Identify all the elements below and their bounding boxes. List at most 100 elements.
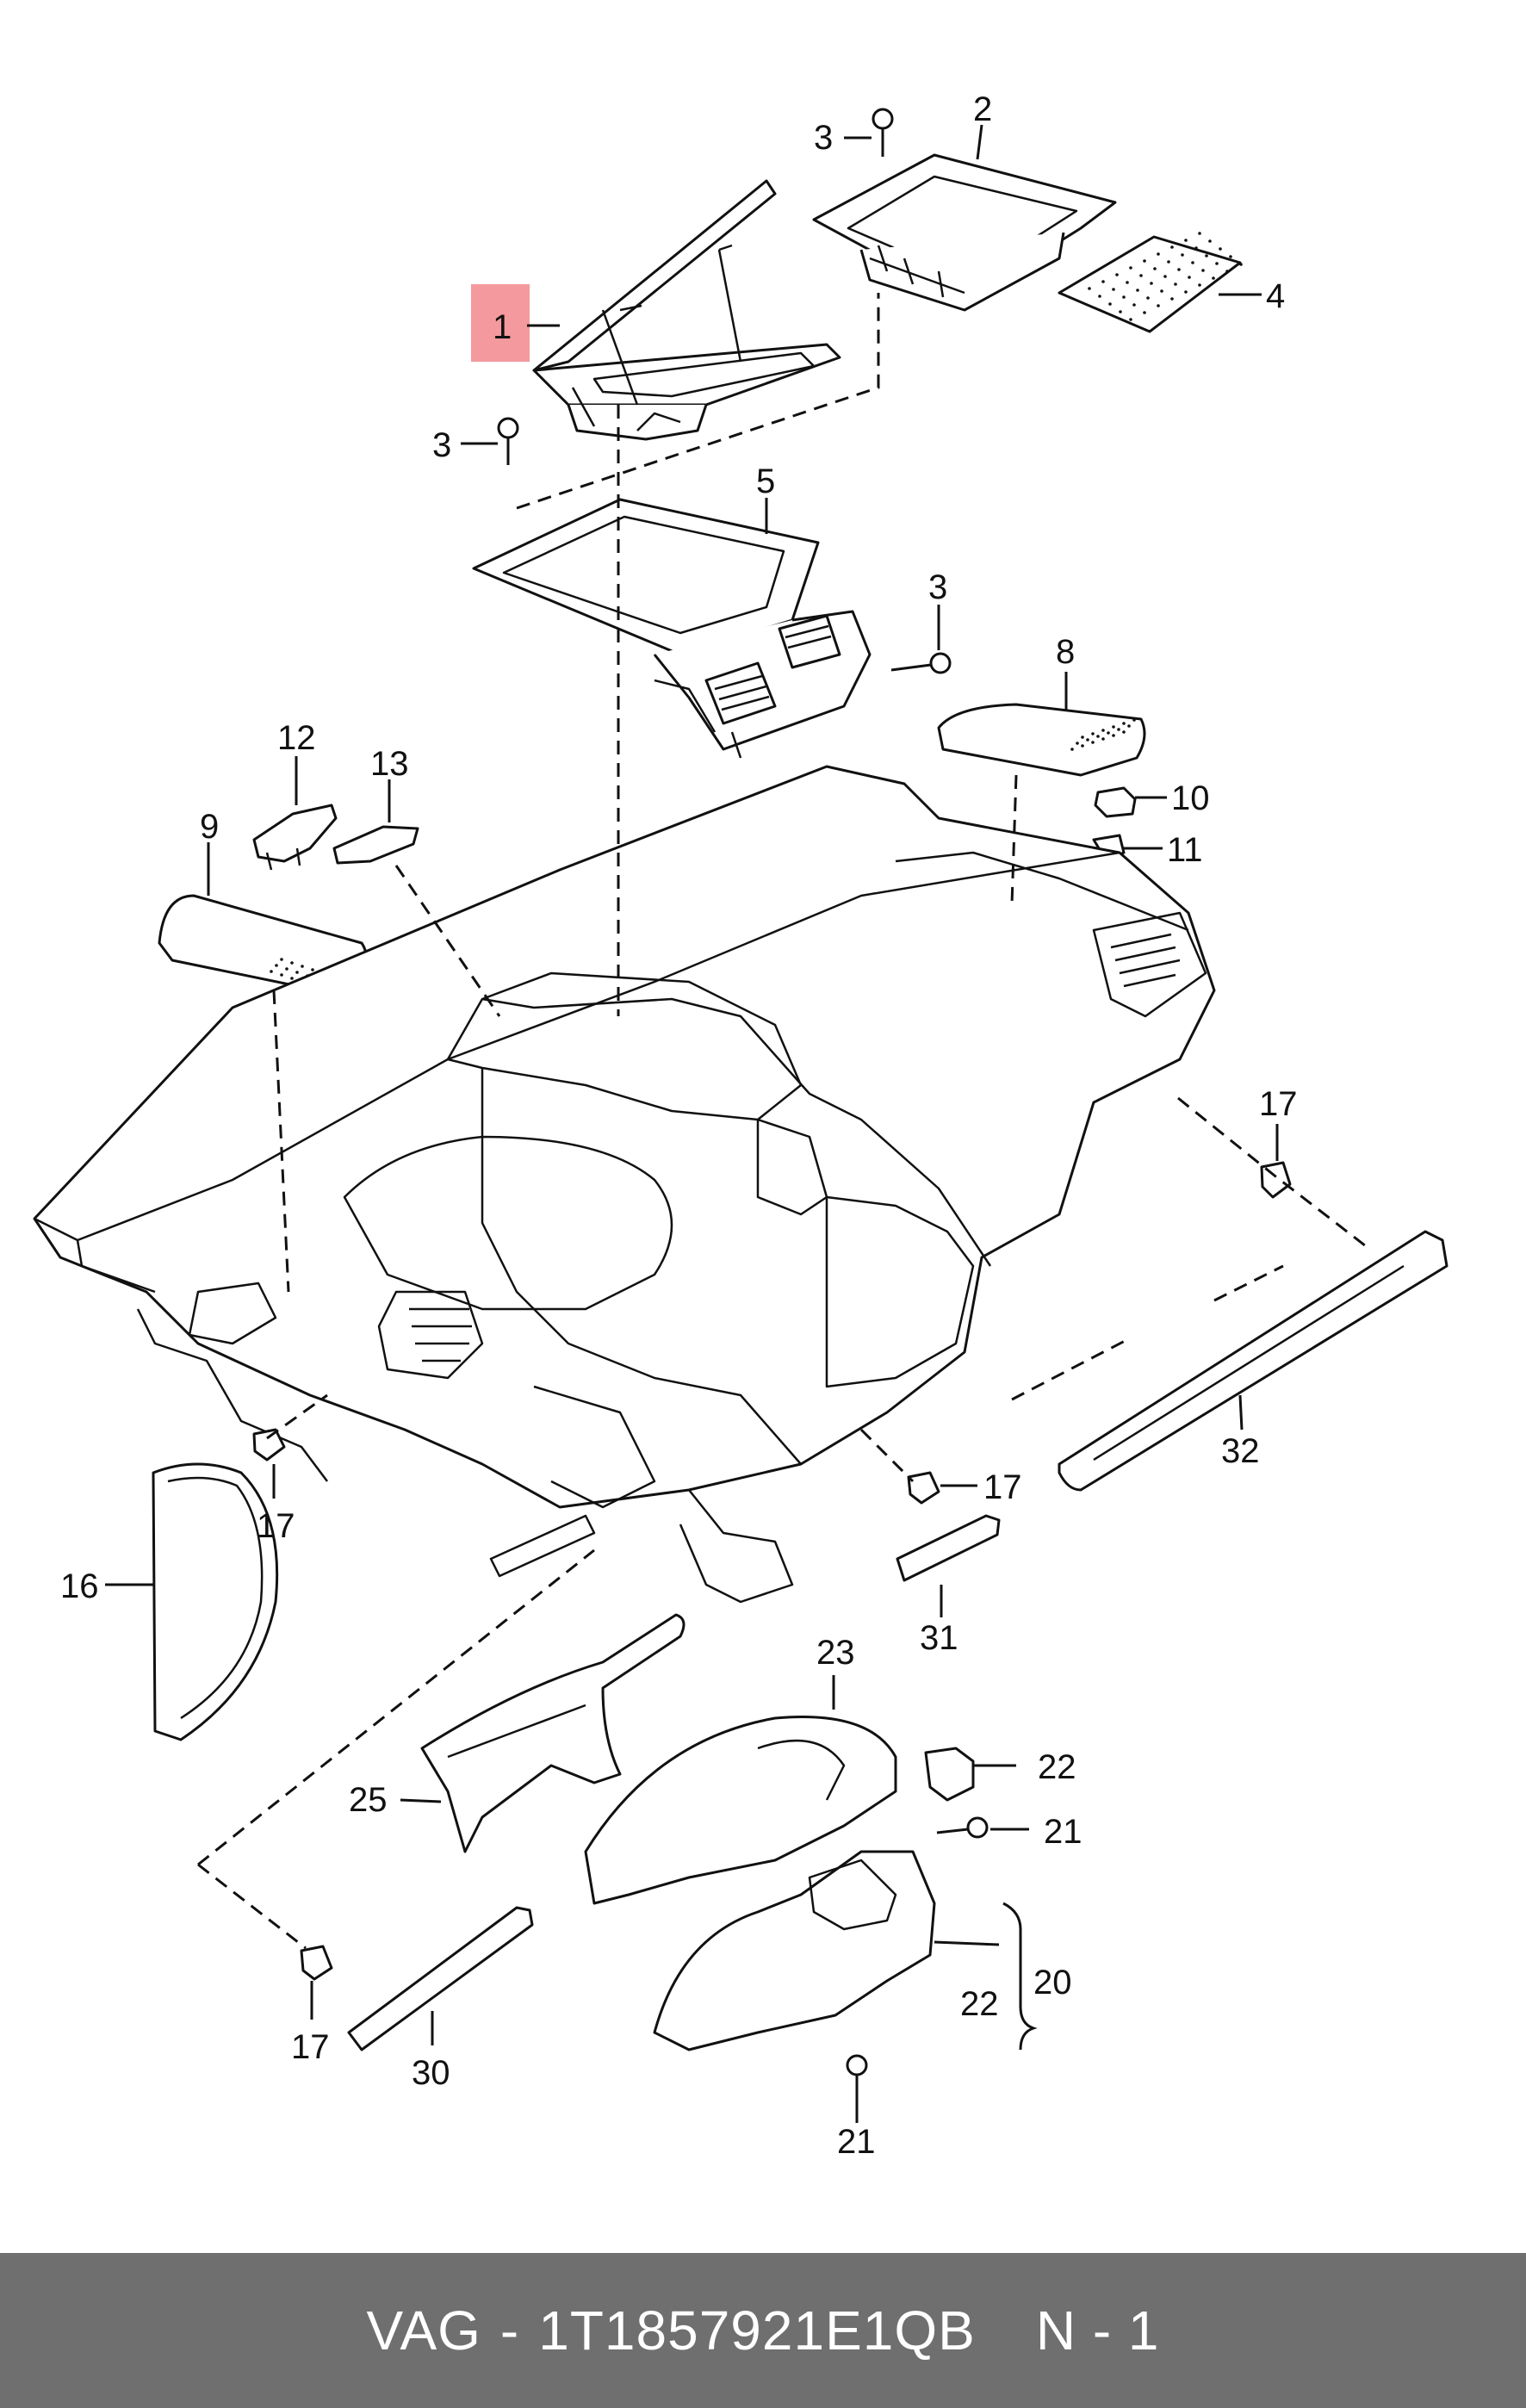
label-part-30[interactable]: 30 bbox=[412, 2054, 450, 2092]
texture-dot bbox=[1112, 725, 1115, 729]
dashboard-main-body[interactable] bbox=[33, 765, 1216, 1604]
label-part-25[interactable]: 25 bbox=[349, 1781, 388, 1819]
label-part-32[interactable]: 32 bbox=[1221, 1432, 1260, 1470]
texture-dot bbox=[1112, 288, 1115, 291]
label-part-12[interactable]: 12 bbox=[277, 719, 316, 757]
texture-dot bbox=[1115, 273, 1119, 276]
part-17-clip-a[interactable] bbox=[252, 1428, 286, 1462]
texture-dot bbox=[1101, 737, 1105, 741]
label-part-13[interactable]: 13 bbox=[370, 745, 409, 783]
part-25-lower-cover[interactable] bbox=[420, 1613, 685, 1853]
texture-dot bbox=[1101, 729, 1105, 732]
leader-2 bbox=[976, 124, 983, 160]
texture-dot bbox=[295, 971, 299, 974]
label-part-9[interactable]: 9 bbox=[200, 808, 219, 846]
label-part-2[interactable]: 2 bbox=[973, 90, 992, 128]
label-part-1[interactable]: 1 bbox=[493, 308, 512, 346]
footer-page: N - 1 bbox=[1035, 2299, 1160, 2361]
label-part-20[interactable]: 20 bbox=[1033, 1964, 1072, 2001]
texture-dot bbox=[1146, 296, 1150, 300]
label-part-21-bottom[interactable]: 21 bbox=[837, 2123, 876, 2161]
label-part-22-lower[interactable]: 22 bbox=[960, 1985, 999, 2023]
label-part-17-right[interactable]: 17 bbox=[1259, 1085, 1298, 1123]
texture-dot bbox=[1194, 246, 1198, 250]
label-part-17-bottom[interactable]: 17 bbox=[291, 2028, 330, 2066]
label-part-3-left[interactable]: 3 bbox=[432, 426, 451, 464]
part-32-trim-strip[interactable] bbox=[1058, 1230, 1448, 1492]
label-part-3-right[interactable]: 3 bbox=[928, 568, 947, 606]
texture-dot bbox=[270, 970, 273, 973]
assembly-line-9 bbox=[197, 1548, 595, 1866]
screw-3-top[interactable] bbox=[872, 108, 894, 157]
part-8-cover-right[interactable] bbox=[937, 703, 1146, 777]
part-12-bracket[interactable] bbox=[252, 804, 338, 871]
label-part-31[interactable]: 31 bbox=[920, 1619, 958, 1657]
texture-dot bbox=[1139, 274, 1143, 277]
part-1-storage-compartment[interactable] bbox=[532, 179, 841, 441]
texture-dot bbox=[1081, 744, 1084, 748]
assembly-line-10 bbox=[197, 1863, 307, 1950]
highlight-part-1 bbox=[471, 284, 530, 362]
label-part-5[interactable]: 5 bbox=[756, 462, 775, 500]
part-2-tray[interactable] bbox=[812, 153, 1117, 312]
texture-dot bbox=[1184, 239, 1188, 242]
texture-dot bbox=[1081, 735, 1084, 739]
part-20-column-cover-lower[interactable] bbox=[653, 1850, 936, 2051]
label-part-3-top[interactable]: 3 bbox=[814, 119, 833, 157]
texture-dot bbox=[1129, 266, 1132, 270]
texture-dot bbox=[275, 964, 278, 967]
part-10-clip[interactable] bbox=[1094, 786, 1137, 818]
screw-21-right[interactable] bbox=[936, 1816, 989, 1839]
texture-dot bbox=[1122, 295, 1126, 299]
texture-dot bbox=[1096, 735, 1100, 738]
part-30-trim[interactable] bbox=[347, 1906, 534, 2051]
texture-dot bbox=[1208, 239, 1212, 243]
part-31-trim[interactable] bbox=[896, 1514, 1001, 1582]
label-part-10[interactable]: 10 bbox=[1171, 779, 1210, 817]
label-part-22-upper[interactable]: 22 bbox=[1038, 1748, 1076, 1786]
texture-dot bbox=[1091, 741, 1095, 744]
texture-dot bbox=[1070, 748, 1074, 751]
part-4-mat[interactable] bbox=[1058, 232, 1243, 333]
label-part-17-center[interactable]: 17 bbox=[983, 1468, 1022, 1506]
texture-dot bbox=[1167, 260, 1170, 264]
texture-dot bbox=[1225, 270, 1229, 273]
leader-22b bbox=[934, 1940, 1000, 1946]
texture-dot bbox=[1163, 275, 1167, 278]
exploded-parts-diagram: 1 2 3 3 3 4 5 8 9 10 11 12 13 16 17 17 1… bbox=[33, 90, 1448, 2161]
screw-3-right[interactable] bbox=[890, 652, 952, 674]
texture-dot bbox=[1198, 283, 1201, 287]
label-part-23[interactable]: 23 bbox=[816, 1634, 855, 1672]
texture-dot bbox=[1229, 255, 1232, 258]
texture-dot bbox=[1076, 742, 1079, 745]
texture-dot bbox=[1098, 295, 1101, 298]
texture-dot bbox=[1177, 268, 1181, 271]
label-part-21-right[interactable]: 21 bbox=[1044, 1813, 1082, 1851]
label-part-4[interactable]: 4 bbox=[1266, 277, 1285, 315]
texture-dot bbox=[1122, 730, 1126, 734]
part-13-bracket[interactable] bbox=[332, 825, 419, 865]
texture-dot bbox=[1143, 259, 1146, 263]
texture-dot bbox=[1122, 722, 1126, 725]
texture-dot bbox=[1108, 302, 1112, 306]
part-17-clip-d[interactable] bbox=[300, 1945, 333, 1981]
part-5-trim-frame[interactable] bbox=[472, 498, 872, 759]
label-part-8[interactable]: 8 bbox=[1056, 633, 1075, 671]
texture-dot bbox=[280, 958, 283, 961]
part-22-switch[interactable] bbox=[924, 1747, 975, 1802]
texture-dot bbox=[1136, 289, 1139, 292]
label-part-16[interactable]: 16 bbox=[60, 1567, 99, 1605]
screw-3-left[interactable] bbox=[497, 417, 519, 465]
assembly-line-6 bbox=[1177, 1096, 1370, 1251]
leader-25 bbox=[400, 1798, 442, 1803]
part-16-side-trim[interactable] bbox=[152, 1462, 279, 1741]
footer-bar: VAG - 1T1857921E1QB N - 1 bbox=[0, 2253, 1526, 2408]
label-part-11[interactable]: 11 bbox=[1167, 831, 1203, 869]
texture-dot bbox=[1160, 289, 1163, 293]
texture-dot bbox=[1143, 311, 1146, 314]
part-23-column-cover-upper[interactable] bbox=[584, 1715, 897, 1905]
label-part-17-left[interactable]: 17 bbox=[257, 1507, 295, 1545]
part-17-clip-c[interactable] bbox=[907, 1471, 940, 1505]
texture-dot bbox=[1239, 263, 1243, 266]
texture-dot bbox=[1153, 267, 1157, 270]
